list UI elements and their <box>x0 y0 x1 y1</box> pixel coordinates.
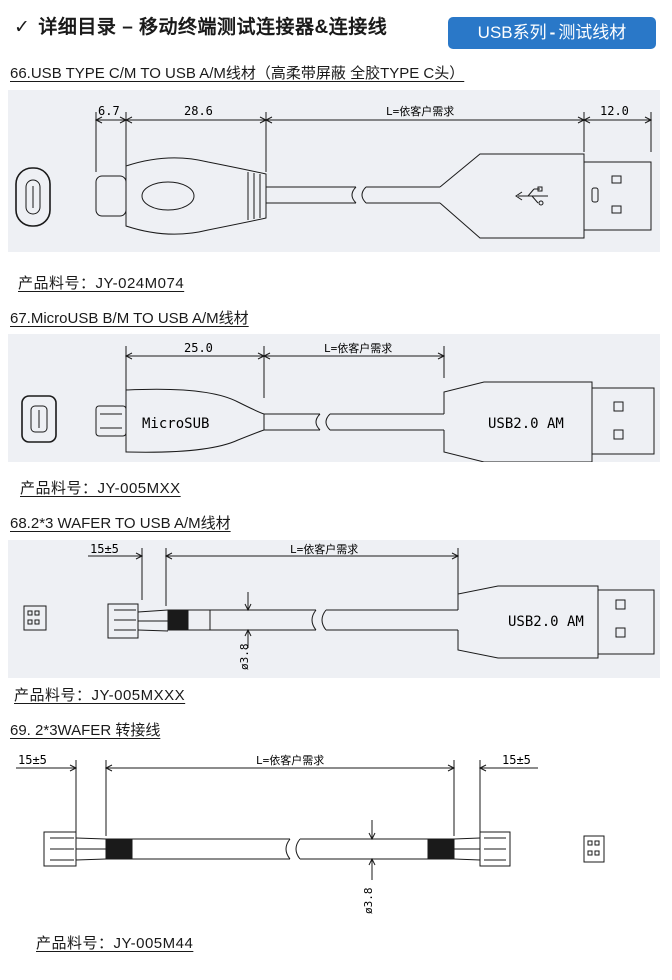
dim-66-b: 28.6 <box>184 104 213 118</box>
dim-69-b: 15±5 <box>502 753 531 767</box>
section-69-title: 69. 2*3WAFER 转接线 <box>10 722 161 739</box>
section-66-part-no: 产品料号：JY-024M074 <box>18 275 185 292</box>
category-badge: USB系列-测试线材 <box>448 17 656 49</box>
page-title: ✓ 详细目录 – 移动终端测试连接器&连接线 <box>14 12 387 39</box>
badge-dash: - <box>549 23 556 42</box>
badge-main: USB系列 <box>477 23 547 42</box>
section-67-title: 67.MicroUSB B/M TO USB A/M线材 <box>10 310 249 327</box>
dim-69-dia: ø3.8 <box>362 888 375 915</box>
cable-67-diagram: 25.0 L=依客户需求 MicroSUB USB2.0 AM <box>21 341 655 463</box>
section-67-drawing: 25.0 L=依客户需求 MicroSUB USB2.0 AM <box>8 334 660 463</box>
plug-label-67: MicroSUB <box>142 416 209 432</box>
page-title-text: 详细目录 – 移动终端测试连接器&连接线 <box>38 17 388 38</box>
usb-label-67: USB2.0 AM <box>488 416 564 432</box>
section-67-part-no: 产品料号：JY-005MXX <box>20 480 181 497</box>
dim-66-l: L=依客户需求 <box>386 104 454 118</box>
cable-68-diagram: 15±5 L=依客户需求 ø3.8 USB2.0 AM <box>23 542 655 671</box>
section-69-drawing: 15±5 L=依客户需求 15±5 ø3.8 <box>8 746 660 926</box>
check-icon: ✓ <box>14 17 31 38</box>
dim-66-c: 12.0 <box>600 104 629 118</box>
section-66-title: 66.USB TYPE C/M TO USB A/M线材（高柔带屏蔽 全胶TYP… <box>10 65 465 82</box>
dim-67-l: L=依客户需求 <box>324 341 392 355</box>
cable-66-diagram: 6.7 28.6 L=依客户需求 12.0 <box>15 104 653 239</box>
section-68-title: 68.2*3 WAFER TO USB A/M线材 <box>10 515 231 532</box>
usb-label-68: USB2.0 AM <box>508 614 584 630</box>
dim-66-a: 6.7 <box>98 104 120 118</box>
section-68-drawing: 15±5 L=依客户需求 ø3.8 USB2.0 AM <box>8 540 660 678</box>
dim-68-l: L=依客户需求 <box>290 542 358 556</box>
dim-69-l: L=依客户需求 <box>256 753 324 767</box>
dim-68-dia: ø3.8 <box>238 644 251 671</box>
dim-68-a: 15±5 <box>90 542 119 556</box>
section-69-part-no: 产品料号：JY-005M44 <box>36 935 194 952</box>
section-68-part-no: 产品料号：JY-005MXXX <box>14 687 186 704</box>
section-66-drawing: 6.7 28.6 L=依客户需求 12.0 <box>8 90 660 252</box>
badge-sub: 测试线材 <box>558 23 627 42</box>
dim-67-a: 25.0 <box>184 341 213 355</box>
dim-69-a: 15±5 <box>18 753 47 767</box>
cable-69-diagram: 15±5 L=依客户需求 15±5 ø3.8 <box>16 753 605 915</box>
